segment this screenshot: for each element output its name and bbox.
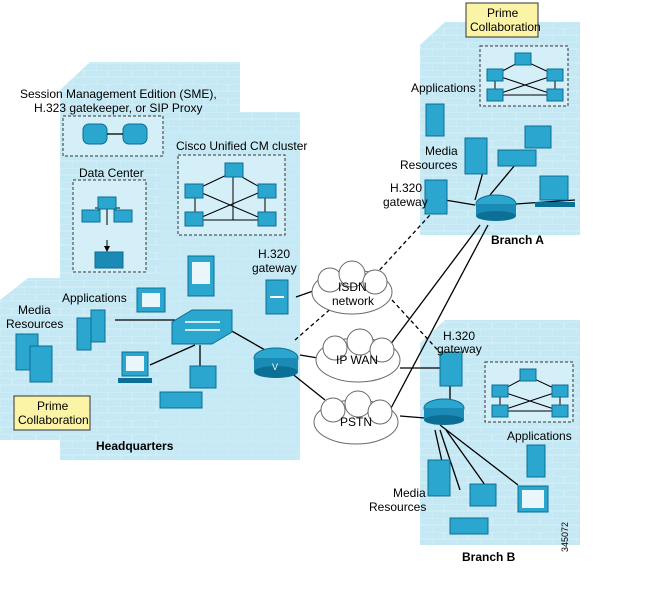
isdn-label-line1: ISDN xyxy=(338,280,367,294)
isdn-cloud xyxy=(311,260,393,315)
svg-text:V: V xyxy=(272,362,278,372)
cucm-cluster-nodes xyxy=(184,162,277,227)
hq-applications-label: Applications xyxy=(62,291,127,305)
hq-media-label-line1: Media xyxy=(18,303,51,317)
hq-app-servers-icon xyxy=(76,309,106,351)
hq-prime-box xyxy=(13,395,91,431)
hq-prime-label-line2: Collaboration xyxy=(18,413,89,427)
isdn-label-line2: network xyxy=(332,294,375,308)
ipwan-branch-a-link xyxy=(389,224,481,346)
data-center-devices xyxy=(81,196,133,269)
branch-a-h320-label-line2: gateway xyxy=(383,195,428,209)
ipwan-cloud xyxy=(315,328,401,383)
data-center-box xyxy=(72,179,147,273)
cucm-cluster-label: Cisco Unified CM cluster xyxy=(176,139,307,153)
pstn-branch-b-link xyxy=(399,415,426,419)
figure-id-label: 345072 xyxy=(560,522,570,552)
branch-a-app-server-icon xyxy=(425,103,445,137)
sme-label-line2: H.323 gatekeeper, or SIP Proxy xyxy=(34,101,203,115)
data-center-label: Data Center xyxy=(79,166,144,180)
branch-b-media-label-line2: Resources xyxy=(369,500,426,514)
branch-a-ip-phone-icon xyxy=(497,149,537,167)
branch-b-monitor-icon xyxy=(517,485,549,513)
headquarters-label: Headquarters xyxy=(96,439,174,453)
branch-b-h320-label-line1: H.320 xyxy=(443,329,475,343)
branch-b-media-resources-icon xyxy=(427,459,451,497)
branch-a-prime-box xyxy=(465,2,539,38)
hq-pc-icon xyxy=(118,351,152,383)
branch-a-media-label-line1: Media xyxy=(425,144,458,158)
sme-server-icons xyxy=(82,123,148,145)
pstn-cloud xyxy=(313,390,399,445)
router-ipwan-link xyxy=(299,354,319,359)
hq-ip-phone-icon xyxy=(159,365,217,409)
branch-a-applications-label: Applications xyxy=(411,81,476,95)
sme-label-line1: Session Management Edition (SME), xyxy=(20,87,217,101)
branch-a-label: Branch A xyxy=(491,233,544,247)
branch-a-media-resources-icon xyxy=(464,137,488,175)
connections xyxy=(115,164,576,491)
hq-media-label-line2: Resources xyxy=(6,317,63,331)
hq-h320-label-line2: gateway xyxy=(252,261,297,275)
hq-video-endpoint-icon xyxy=(187,255,215,297)
hq-h320-label-line1: H.320 xyxy=(258,247,290,261)
hq-router-icon: V xyxy=(253,347,299,378)
hq-media-resources-icon xyxy=(15,333,53,383)
ipwan-label: IP WAN xyxy=(336,353,378,367)
branch-a-endpoint-icon xyxy=(524,125,552,149)
branch-b-app-server-icon xyxy=(526,444,546,478)
hq-h320-gateway-icon xyxy=(265,279,289,315)
isdn-branch-b-link xyxy=(391,299,446,359)
pstn-branch-a-link xyxy=(389,224,489,411)
branch-a-h320-gateway-icon xyxy=(424,179,448,215)
branch-a-pc-icon xyxy=(535,175,575,207)
branch-b-router-icon xyxy=(423,398,465,425)
branch-b-cluster-nodes xyxy=(491,368,569,418)
branch-a-router-icon xyxy=(475,194,517,221)
hq-switch-icon xyxy=(171,309,233,345)
branch-a-media-label-line2: Resources xyxy=(400,158,457,172)
branch-b-endpoint-icon xyxy=(469,483,497,507)
router-pstn-link xyxy=(289,371,326,401)
switch-phone-link xyxy=(149,344,196,366)
branch-a-cluster-nodes xyxy=(486,52,564,102)
branch-b-ip-phone-icon xyxy=(449,517,489,535)
branch-b-applications-label: Applications xyxy=(507,429,572,443)
branch-b-media-label-line1: Media xyxy=(393,486,426,500)
branch-a-prime-label-line2: Collaboration xyxy=(470,20,541,34)
branch-a-gw-router xyxy=(444,199,476,206)
branch-a-prime-label-line1: Prime xyxy=(487,6,519,20)
branch-b-label: Branch B xyxy=(462,550,516,564)
hq-prime-label-line1: Prime xyxy=(37,399,69,413)
hq-router-isdn-dashed xyxy=(294,304,336,341)
branch-b-h320-gateway-icon xyxy=(439,351,463,387)
hq-app-monitor-icon xyxy=(136,287,166,313)
sme-box xyxy=(62,115,164,157)
branch-b-router-links xyxy=(434,424,519,491)
switch-router-link xyxy=(229,329,266,351)
branch-b-h320-label-line2: gateway xyxy=(437,342,482,356)
pstn-label: PSTN xyxy=(340,415,372,429)
branch-a-h320-label-line1: H.320 xyxy=(390,181,422,195)
